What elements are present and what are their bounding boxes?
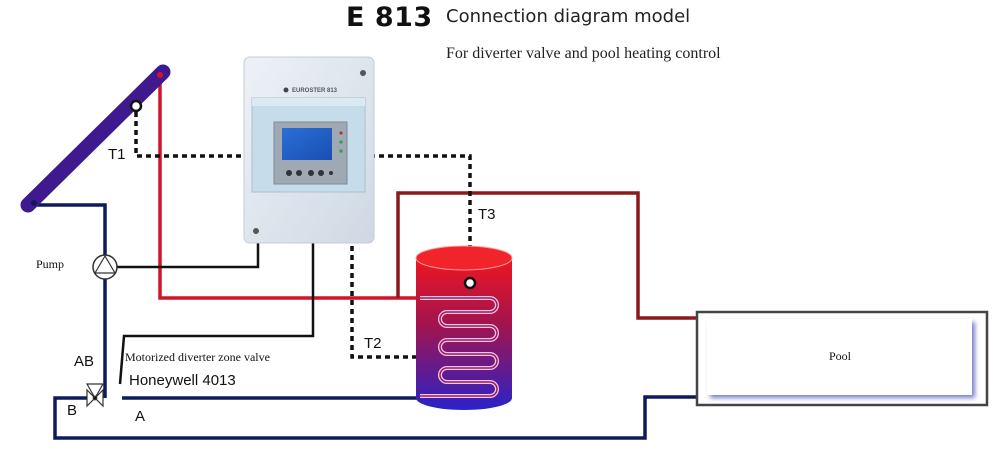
diagram-title: Connection diagram model [446,6,691,27]
port-ab-label: AB [74,353,95,370]
diverter-valve-icon [85,383,105,408]
power-wires [117,243,315,385]
port-b-label: B [67,402,78,419]
pool-supply-pipe [396,191,697,320]
t3-sensor-label: T3 [478,206,496,223]
valve-description-label: Motorized diverter zone valve [125,350,270,364]
valve-model-label: Honeywell 4013 [129,372,236,389]
cold-pipe-circuit [35,203,697,440]
controller-brand-label: EUROSTER 813 [292,88,338,94]
pool-label: Pool [829,349,852,363]
solar-collector [20,64,171,213]
collector-return-pipe [35,203,107,398]
t3-sensor-icon [463,276,477,290]
valve-wire [118,243,315,385]
model-number: E 813 [346,2,433,33]
port-a-label: A [135,408,146,425]
pump-icon [92,254,118,280]
controller-unit: EUROSTER 813 [243,56,375,244]
t1-sensor-icon [129,99,143,113]
collector-flow-pipe [158,75,420,300]
pool [695,310,989,407]
hot-pipe-circuit [158,75,697,320]
pump-wire [117,243,260,269]
t1-sensor-label: T1 [108,146,126,163]
pump-label: Pump [36,257,65,271]
valve-port-b-loop [53,395,697,440]
t3-sensor-wire [370,154,472,280]
storage-tank [415,245,513,410]
t1-sensor-wire [134,112,250,158]
diagram-subtitle: For diverter valve and pool heating cont… [446,45,721,62]
t2-sensor-label: T2 [364,335,382,352]
sensor-wires [134,112,472,359]
t2-sensor-wire [350,246,416,359]
